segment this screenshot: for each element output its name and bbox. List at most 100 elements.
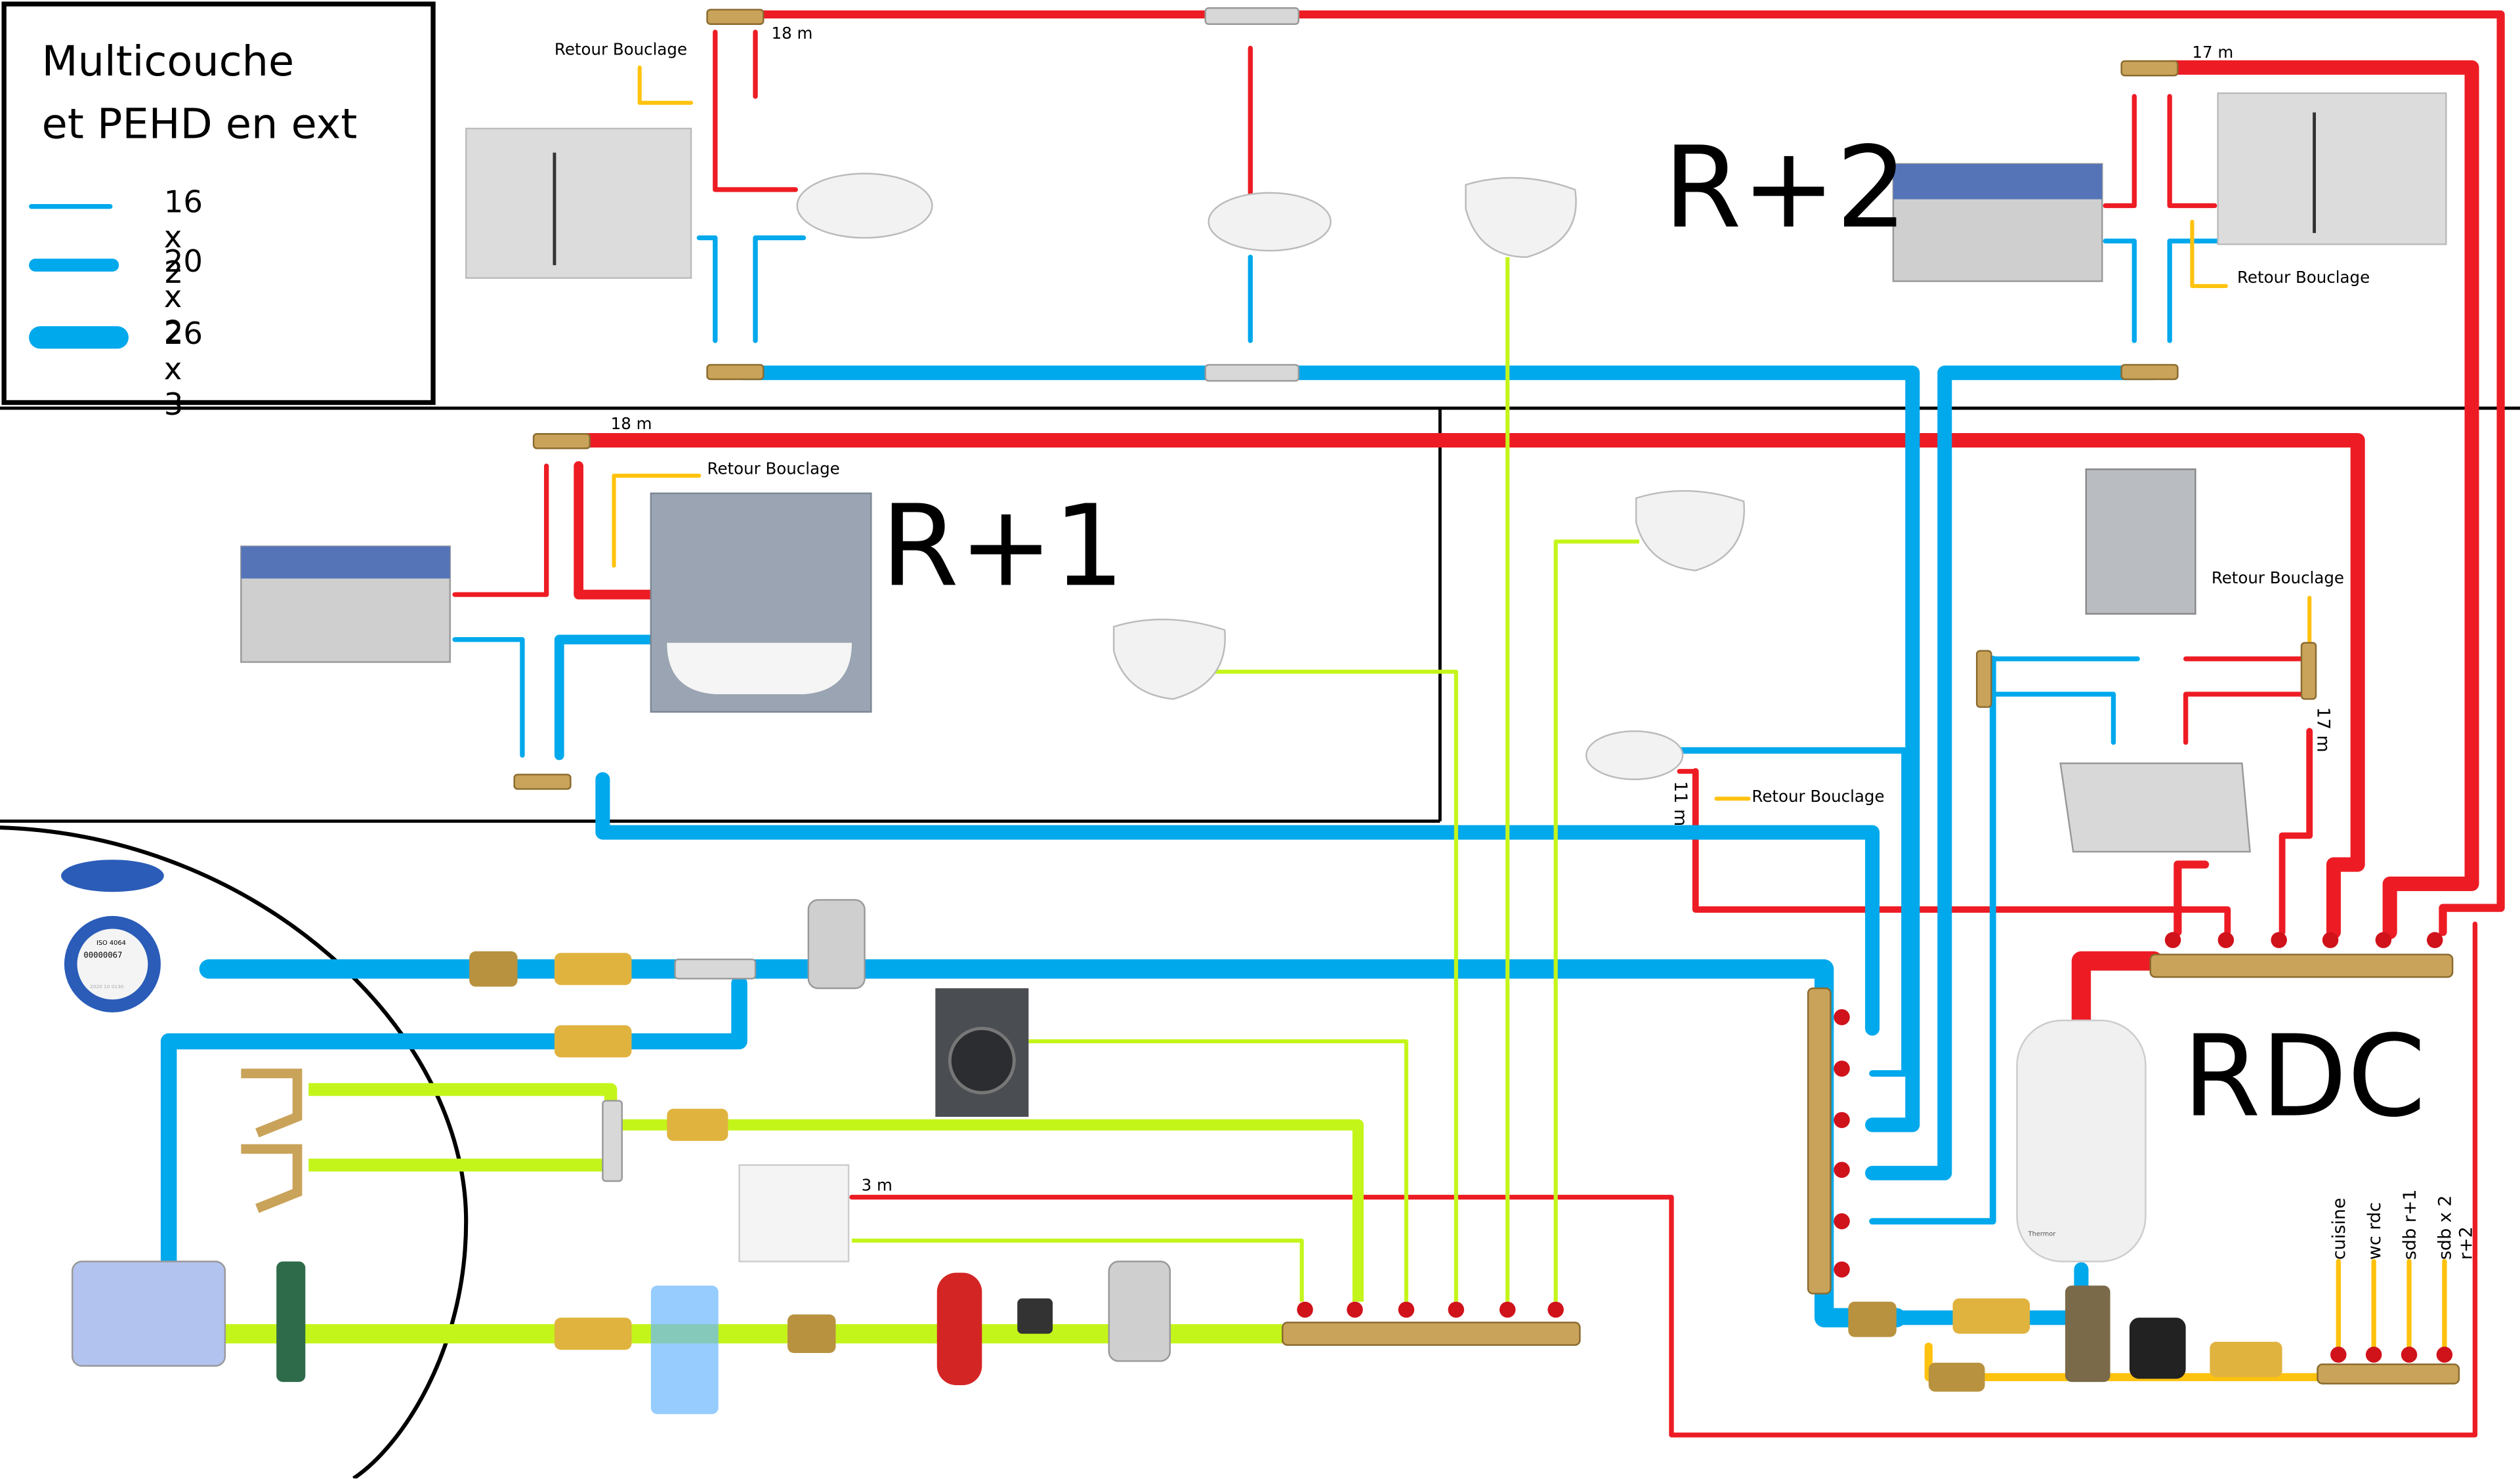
return-outlet-sdb-r2: sdb x 2 r+2 <box>2435 1195 2477 1260</box>
toilet-r1-icon <box>1112 618 1226 700</box>
floor-label-r2: R+2 <box>1663 122 1908 254</box>
valve[interactable] <box>2322 932 2339 948</box>
retour-bouclage-r1: Retour Bouclage <box>707 461 840 479</box>
hot-pipe-wc-rdc <box>1692 768 2231 936</box>
ball-valve-tank[interactable] <box>554 1025 632 1058</box>
washbasin-r2-left-icon <box>796 173 933 239</box>
length-r2-right: 17 m <box>2192 45 2234 63</box>
retour-bouclage-kitchen: Retour Bouclage <box>2211 570 2344 589</box>
rainwater-tank-icon <box>71 1260 226 1367</box>
valve[interactable] <box>1834 1060 1850 1077</box>
valve[interactable] <box>1499 1301 1516 1318</box>
valve[interactable] <box>1398 1301 1415 1318</box>
mixing-valve-icon <box>2065 1285 2110 1383</box>
expansion-vessel-icon <box>936 1272 982 1386</box>
outdoor-tap-2-icon[interactable] <box>241 1144 303 1213</box>
tee-r2-hot <box>1204 7 1300 25</box>
valve[interactable] <box>1297 1301 1313 1318</box>
hot-pipe-kitchen <box>2278 728 2313 936</box>
valve[interactable] <box>2401 1346 2418 1363</box>
hot-branch-r1-vanity <box>452 463 549 597</box>
legend-title-line2: et PEHD en ext <box>41 101 358 150</box>
valve[interactable] <box>2375 932 2392 948</box>
valve[interactable] <box>2426 932 2443 948</box>
legend-label: 26 x 3 <box>163 316 203 423</box>
valve[interactable] <box>2271 932 2287 948</box>
hot-branch-r2-shower-right <box>2167 94 2217 209</box>
meter-reading: 00000067 <box>83 951 123 961</box>
manifold-r1-top <box>532 433 591 449</box>
valve[interactable] <box>1834 1009 1850 1026</box>
rainwater-washing-machine <box>1028 1039 1408 1302</box>
valve[interactable] <box>1834 1261 1850 1278</box>
cold-branch-r1-vanity <box>452 637 525 758</box>
legend-label: 20 x 2 <box>163 244 203 350</box>
check-valve-return <box>1928 1362 1985 1392</box>
retour-bouclage-wc-rdc: Retour Bouclage <box>1752 789 1885 807</box>
legend-title-line1: Multicouche <box>41 38 295 87</box>
valve[interactable] <box>2436 1346 2453 1363</box>
hot-branch-r1-bath <box>574 461 656 600</box>
cold-pipe-kitchen <box>1869 656 1996 1225</box>
cold-branch-r2-shower-right <box>2167 238 2221 343</box>
check-valve-heater <box>1848 1301 1897 1337</box>
ball-valve-return[interactable] <box>2210 1341 2282 1377</box>
length-wc-rdc: 11 m <box>1670 781 1691 827</box>
floor-label-rdc: RDC <box>2182 1010 2426 1143</box>
return-outlets <box>2336 1259 2447 1352</box>
manifold-r2-right-bottom <box>2120 364 2179 381</box>
valve[interactable] <box>1448 1301 1465 1318</box>
length-kitchen: 17 m <box>2313 707 2334 753</box>
tee-main <box>674 958 757 980</box>
cold-branch-r2-basin <box>753 235 807 343</box>
manifold-hot-distribution <box>2149 953 2454 978</box>
ball-valve-heater[interactable] <box>1952 1298 2030 1334</box>
valve[interactable] <box>1834 1161 1850 1178</box>
shower-r2-left-icon <box>465 127 692 279</box>
cold-branch-r1-bath <box>554 635 656 760</box>
legend: Multicouche et PEHD en ext 16 x 2 20 x 2… <box>1 1 436 423</box>
valve[interactable] <box>2217 932 2235 948</box>
length-r2-left: 18 m <box>771 26 813 44</box>
cold-pipe-r1 <box>595 772 1880 1036</box>
outdoor-tap-1-icon[interactable] <box>241 1068 303 1138</box>
washbasin-rdc-icon <box>1585 730 1684 780</box>
cold-branch-r2-vanity <box>2103 238 2137 343</box>
valve[interactable] <box>2164 932 2181 948</box>
valve[interactable] <box>1834 1213 1850 1230</box>
meter-standard: ISO 4064 <box>96 938 126 947</box>
manifolds <box>513 7 2460 1385</box>
length-utility-sink: 3 m <box>861 1178 892 1196</box>
legend-swatch-medium <box>29 259 119 272</box>
valve[interactable] <box>2365 1346 2382 1363</box>
legend-label: 16 x 2 <box>163 184 203 291</box>
hot-pipe-r2-left <box>735 10 2505 936</box>
valve[interactable] <box>1547 1301 1564 1318</box>
manifold-r2-left-bottom <box>706 364 765 381</box>
cold-branch-r2-shower <box>696 235 718 343</box>
manifold-valves <box>1297 932 2453 1363</box>
ball-valve-main[interactable] <box>554 953 632 986</box>
legend-swatch-thin <box>29 204 113 209</box>
valve[interactable] <box>2330 1346 2347 1363</box>
outdoor-boundary <box>0 825 469 1479</box>
return-outlet-sdb-r1: sdb r+1 <box>2399 1189 2421 1260</box>
retour-bouclage-r2-left: Retour Bouclage <box>554 41 688 60</box>
inline-components <box>469 899 2282 1415</box>
pressure-reducer-main-icon <box>807 899 866 989</box>
rainwater-utility-sink <box>851 1238 1304 1302</box>
hot-pipe-heater-out <box>2071 951 2164 1039</box>
valve[interactable] <box>1347 1301 1363 1318</box>
ball-valve-rainwater[interactable] <box>554 1318 632 1350</box>
manifold-return <box>2317 1363 2460 1385</box>
manifold-kitchen-hot <box>2300 642 2317 700</box>
floor-label-r1: R+1 <box>881 480 1125 613</box>
ball-valve-garden[interactable] <box>667 1108 728 1141</box>
hot-pipe-utility-sink <box>849 921 2478 1438</box>
return-r2-right <box>2190 219 2228 288</box>
valve[interactable] <box>1834 1112 1850 1129</box>
toilet-r2-icon <box>1465 177 1577 259</box>
fixtures <box>61 92 2447 1383</box>
hot-branch-sink <box>2183 692 2312 745</box>
pressure-reducer-rainwater-icon <box>1108 1260 1171 1362</box>
